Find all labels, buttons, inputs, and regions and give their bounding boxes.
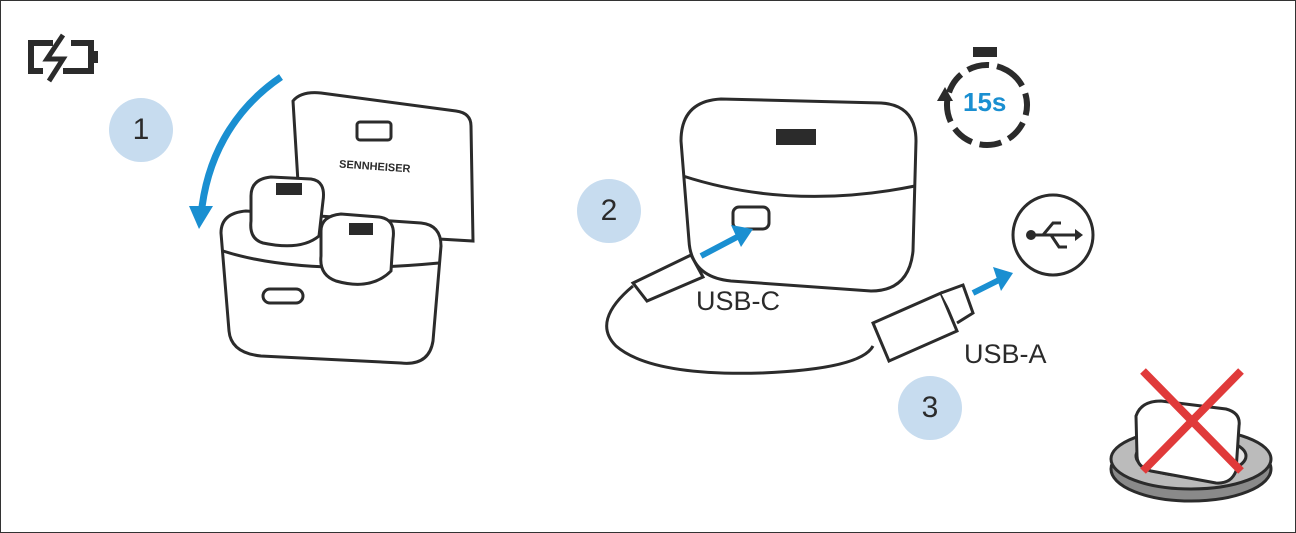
closed-earbud-case xyxy=(679,97,918,293)
no-wireless-charging-icon xyxy=(1109,368,1273,503)
usb-icon xyxy=(1011,193,1095,277)
usb-a-label: USB-A xyxy=(964,339,1047,369)
step-1-badge: 1 xyxy=(109,98,173,162)
open-earbud-case xyxy=(219,91,475,365)
timer-label: 15s xyxy=(963,87,1007,117)
battery-charging-icon xyxy=(28,33,98,83)
usb-cable xyxy=(605,253,975,375)
step-3-badge: 3 xyxy=(898,376,962,440)
usb-c-label: USB-C xyxy=(696,286,781,316)
step-2-badge: 2 xyxy=(577,179,641,243)
close-lid-arrow xyxy=(197,74,283,217)
timer-icon xyxy=(937,47,1030,148)
